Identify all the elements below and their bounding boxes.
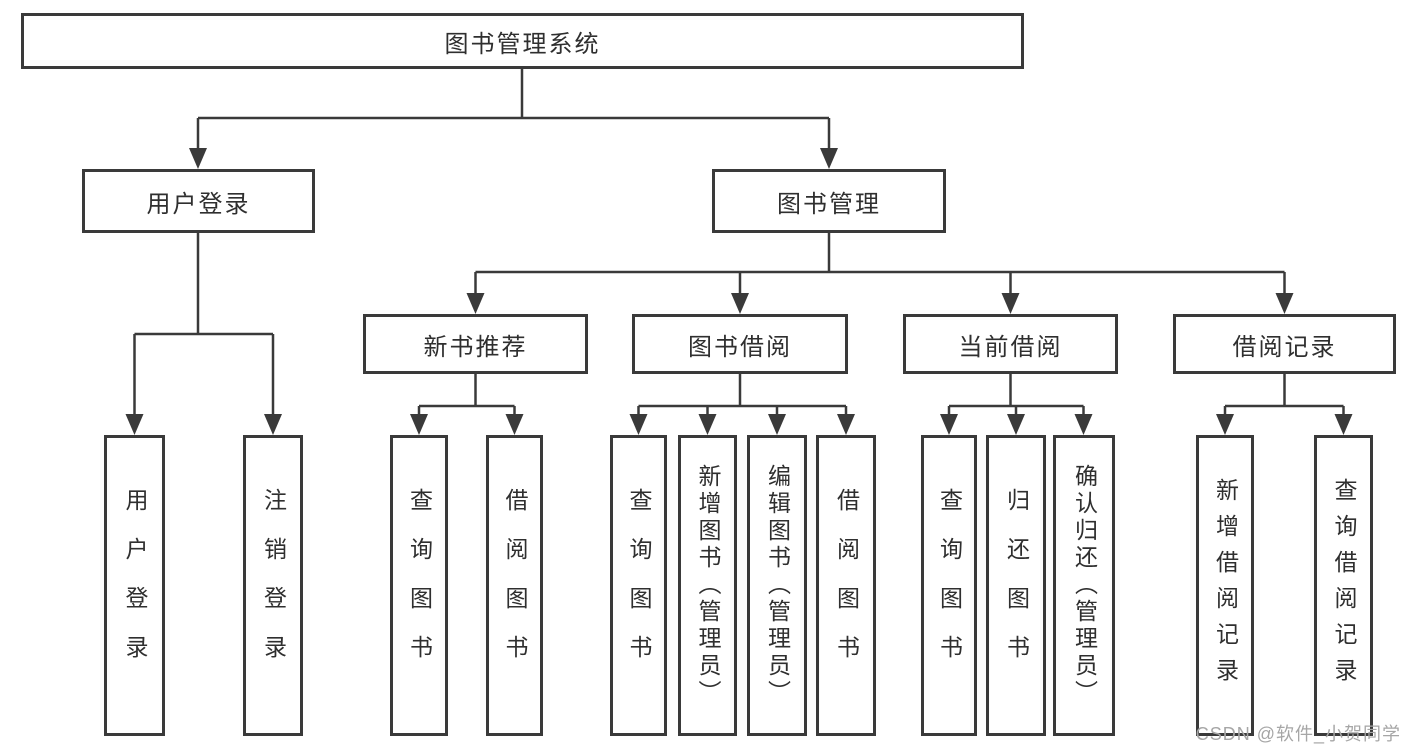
leaf-user-login-label: 用户登录 xyxy=(122,487,148,684)
node-book-borrow-label: 图书借阅 xyxy=(688,333,792,361)
leaf-recommend-borrow-books-label: 借阅图书 xyxy=(502,487,528,684)
arrowhead-icons xyxy=(125,148,1353,435)
leaf-current-query-books-label: 查询图书 xyxy=(936,487,963,684)
node-borrow-records: 借阅记录 xyxy=(1173,314,1396,374)
leaf-current-confirm-return-admin: 确认归还（管理员） xyxy=(1053,435,1115,736)
leaf-recommend-borrow-books: 借阅图书 xyxy=(486,435,543,736)
node-book-management: 图书管理 xyxy=(712,169,946,233)
node-current-borrow-label: 当前借阅 xyxy=(958,333,1063,361)
node-root-label: 图书管理系统 xyxy=(444,30,601,58)
leaf-recommend-query-books: 查询图书 xyxy=(390,435,448,736)
leaf-borrow-edit-books-admin: 编辑图书（管理员） xyxy=(747,435,807,736)
node-book-management-label: 图书管理 xyxy=(777,190,881,218)
leaf-borrow-edit-books-admin-label: 编辑图书（管理员） xyxy=(764,464,791,707)
leaf-records-query-record: 查询借阅记录 xyxy=(1314,435,1373,736)
leaf-borrow-add-books-admin: 新增图书（管理员） xyxy=(678,435,737,736)
leaf-borrow-borrow-books: 借阅图书 xyxy=(816,435,876,736)
node-user-login-label: 用户登录 xyxy=(146,190,251,218)
leaf-borrow-add-books-admin-label: 新增图书（管理员） xyxy=(695,464,721,707)
leaf-current-return-books-label: 归还图书 xyxy=(1003,487,1030,684)
leaf-current-return-books: 归还图书 xyxy=(986,435,1046,736)
node-book-borrow: 图书借阅 xyxy=(632,314,848,374)
node-borrow-records-label: 借阅记录 xyxy=(1232,333,1337,361)
node-new-book-recommend: 新书推荐 xyxy=(363,314,588,374)
leaf-borrow-query-books-label: 查询图书 xyxy=(626,487,652,684)
leaf-current-confirm-return-admin-label: 确认归还（管理员） xyxy=(1071,464,1098,707)
leaf-records-query-record-label: 查询借阅记录 xyxy=(1331,477,1357,694)
leaf-borrow-query-books: 查询图书 xyxy=(610,435,667,736)
leaf-records-add-record: 新增借阅记录 xyxy=(1196,435,1254,736)
leaf-borrow-borrow-books-label: 借阅图书 xyxy=(833,487,860,684)
leaf-current-query-books: 查询图书 xyxy=(921,435,977,736)
leaf-records-add-record-label: 新增借阅记录 xyxy=(1212,477,1239,694)
csdn-watermark: CSDN @软件_小贺同学 xyxy=(1195,724,1401,744)
leaf-logout: 注销登录 xyxy=(243,435,303,736)
leaf-user-login: 用户登录 xyxy=(104,435,165,736)
node-root: 图书管理系统 xyxy=(21,13,1024,69)
leaf-recommend-query-books-label: 查询图书 xyxy=(406,487,433,684)
node-current-borrow: 当前借阅 xyxy=(903,314,1118,374)
leaf-logout-label: 注销登录 xyxy=(260,487,287,684)
node-new-book-recommend-label: 新书推荐 xyxy=(423,333,528,361)
node-user-login: 用户登录 xyxy=(82,169,315,233)
